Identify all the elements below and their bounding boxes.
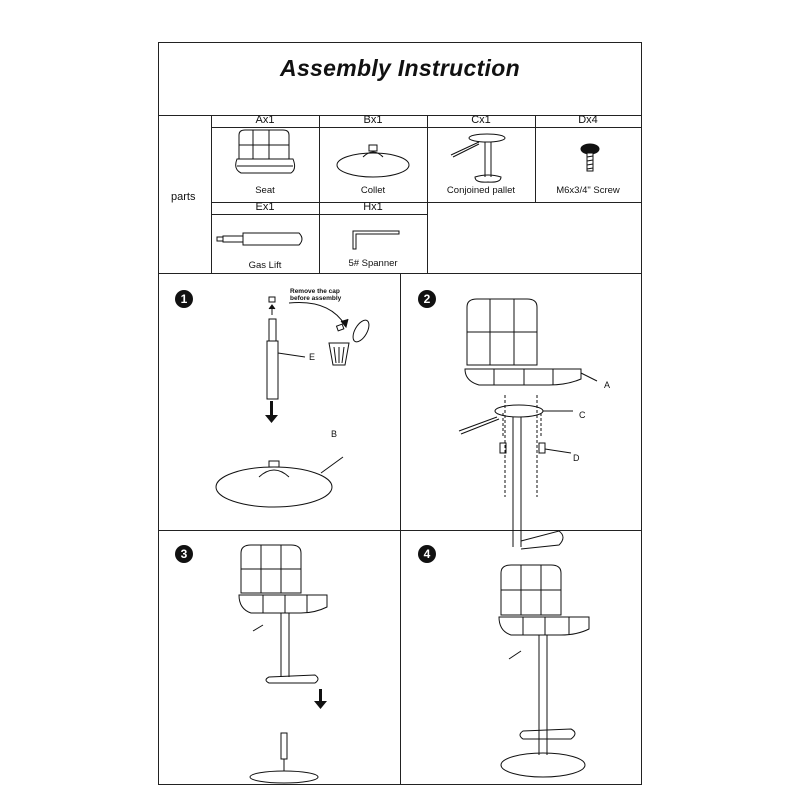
label-b: B bbox=[331, 429, 338, 439]
part-caption-gas-lift: Gas Lift bbox=[248, 260, 282, 271]
divider bbox=[535, 115, 536, 203]
part-caption-seat: Seat bbox=[255, 185, 275, 196]
part-code-b: Bx1 bbox=[363, 114, 383, 126]
parts-label: parts bbox=[171, 191, 196, 203]
step-4-badge: 4 bbox=[418, 545, 436, 563]
screw-icon bbox=[580, 143, 600, 172]
step-2-badge: 2 bbox=[418, 290, 436, 308]
part-code-e: Ex1 bbox=[255, 201, 275, 213]
seat-icon bbox=[235, 129, 296, 174]
divider bbox=[211, 127, 641, 128]
step-3-badge: 3 bbox=[175, 545, 193, 563]
part-code-d: Dx4 bbox=[578, 114, 598, 126]
divider bbox=[427, 115, 428, 273]
conjoined-pallet-icon bbox=[450, 133, 506, 183]
step-1-badge: 1 bbox=[175, 290, 193, 308]
divider bbox=[211, 202, 641, 203]
divider bbox=[211, 115, 212, 273]
spanner-icon bbox=[352, 230, 400, 250]
step-2-illustration bbox=[458, 298, 598, 550]
label-e: E bbox=[309, 352, 316, 362]
divider bbox=[159, 115, 641, 116]
instruction-sheet: Assembly Instruction parts Ax1 Bx1 Cx1 D… bbox=[158, 42, 642, 785]
step-3-illustration bbox=[238, 544, 328, 784]
page-title: Assembly Instruction bbox=[280, 55, 520, 81]
collet-icon bbox=[336, 144, 410, 178]
step-1-illustration bbox=[215, 296, 370, 508]
step-4-illustration bbox=[498, 564, 590, 778]
gas-lift-icon bbox=[216, 232, 303, 246]
divider bbox=[319, 115, 320, 273]
label-d: D bbox=[573, 453, 580, 463]
part-caption-spanner: 5# Spanner bbox=[348, 258, 398, 269]
divider bbox=[400, 273, 401, 784]
part-code-a: Ax1 bbox=[255, 114, 275, 126]
part-caption-screw: M6x3/4" Screw bbox=[556, 185, 620, 196]
label-a: A bbox=[604, 380, 611, 390]
part-code-c: Cx1 bbox=[471, 114, 491, 126]
step-1-note: Remove the cap before assembly bbox=[290, 288, 342, 302]
part-code-h: Hx1 bbox=[363, 201, 383, 213]
part-caption-pallet: Conjoined pallet bbox=[446, 185, 516, 196]
label-c: C bbox=[579, 410, 586, 420]
part-caption-collet: Collet bbox=[360, 185, 386, 196]
